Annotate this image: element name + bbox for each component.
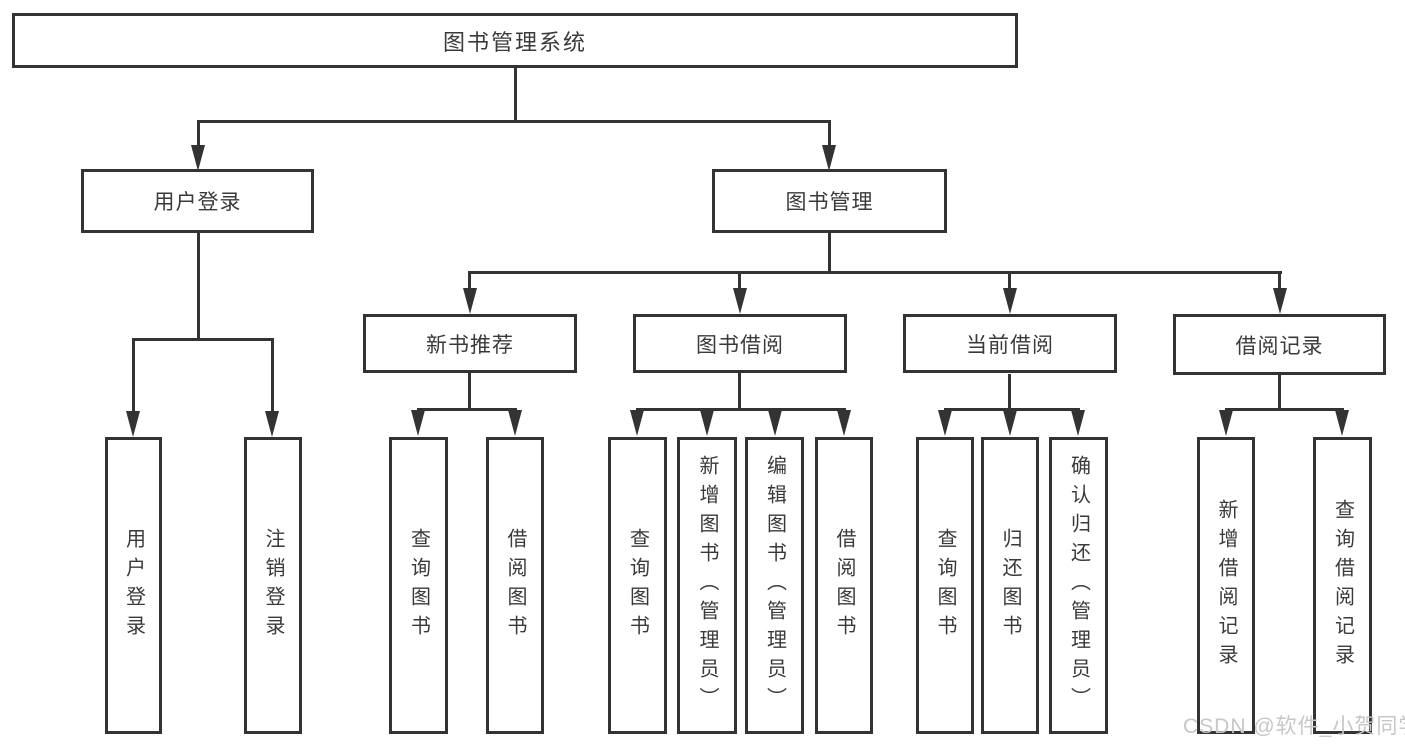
connector-line [132,340,135,413]
connector-line [738,373,741,411]
node-label: 新书推荐 [426,333,514,357]
node-label: 确认归还（管理员） [1067,455,1090,716]
arrow-down-icon [1003,410,1017,436]
node-label: 用户登录 [153,191,242,214]
connector-line [197,120,831,123]
node-book-management: 图书管理 [712,169,947,233]
node-label: 编辑图书（管理员） [763,455,786,716]
connector-line [828,122,831,147]
node-label: 查询借阅记录 [1331,498,1354,673]
connector-line [197,122,200,147]
arrow-down-icon [700,410,714,436]
connector-line [271,340,274,413]
connector-line [1225,408,1344,411]
connector-line [1008,374,1011,411]
connector-line [197,233,200,340]
node-label: 查询图书 [934,527,956,644]
arrow-down-icon [837,410,851,436]
connector-line [828,233,831,274]
arrow-down-icon [822,145,836,171]
node-label: 当前借阅 [966,333,1054,357]
connector-line [468,271,1282,274]
arrow-down-icon [411,410,425,436]
node-label: 借阅记录 [1235,334,1324,358]
node-borrow-books: 借阅图书 [486,437,544,734]
arrow-down-icon [126,411,140,437]
node-logout-action: 注销登录 [244,437,302,734]
node-label: 查询图书 [407,527,430,644]
arrow-down-icon [1003,288,1017,314]
node-confirm-return-admin: 确认归还（管理员） [1049,437,1108,734]
arrow-down-icon [265,411,279,437]
connector-line [417,408,517,411]
connector-line [468,373,471,411]
node-library-management-system: 图书管理系统 [12,13,1018,68]
arrow-down-icon [1219,410,1233,436]
connector-line [1278,273,1281,290]
node-label: 用户登录 [122,527,145,644]
node-book-borrowing: 图书借阅 [633,314,847,373]
node-borrow-books: 借阅图书 [815,437,873,734]
connector-line [1008,273,1011,290]
connector-line [468,273,471,290]
node-label: 注销登录 [262,527,284,644]
node-add-borrow-record: 新增借阅记录 [1197,437,1255,734]
arrow-down-icon [191,145,205,171]
arrow-down-icon [938,410,952,436]
node-label: 图书管理 [785,191,874,214]
arrow-down-icon [463,288,477,314]
node-label: 新增借阅记录 [1215,498,1237,673]
arrow-down-icon [1273,288,1287,314]
connector-line [132,338,274,341]
arrow-down-icon [768,410,782,436]
node-label: 借阅图书 [504,527,526,644]
node-borrowing-records: 借阅记录 [1173,314,1386,375]
node-query-books: 查询图书 [389,437,448,734]
node-add-books-admin: 新增图书（管理员） [677,437,737,734]
node-label: 图书借阅 [696,333,784,357]
connector-line [514,68,517,123]
node-user-login-action: 用户登录 [105,437,162,734]
node-return-books: 归还图书 [981,437,1039,734]
arrow-down-icon [630,410,644,436]
arrow-down-icon [733,288,747,314]
connector-line [1278,374,1281,411]
node-query-books: 查询图书 [916,437,974,734]
connector-line [738,273,741,290]
node-label: 归还图书 [999,527,1021,644]
arrow-down-icon [1071,410,1085,436]
node-edit-books-admin: 编辑图书（管理员） [745,437,804,734]
node-label: 图书管理系统 [442,29,587,55]
connector-line [636,408,846,411]
node-current-borrowing: 当前借阅 [903,314,1117,373]
connector-line [944,408,1080,411]
node-query-books: 查询图书 [608,437,667,734]
csdn-watermark: CSDN @软件_小贺同学 [1183,715,1405,738]
node-user-login: 用户登录 [81,169,314,233]
node-label: 新增图书（管理员） [696,455,718,716]
arrow-down-icon [508,410,522,436]
node-new-book-recommendation: 新书推荐 [363,314,577,373]
arrow-down-icon [1335,410,1349,436]
node-label: 查询图书 [626,527,649,644]
node-label: 借阅图书 [833,527,855,644]
node-query-borrow-record: 查询借阅记录 [1313,437,1372,734]
